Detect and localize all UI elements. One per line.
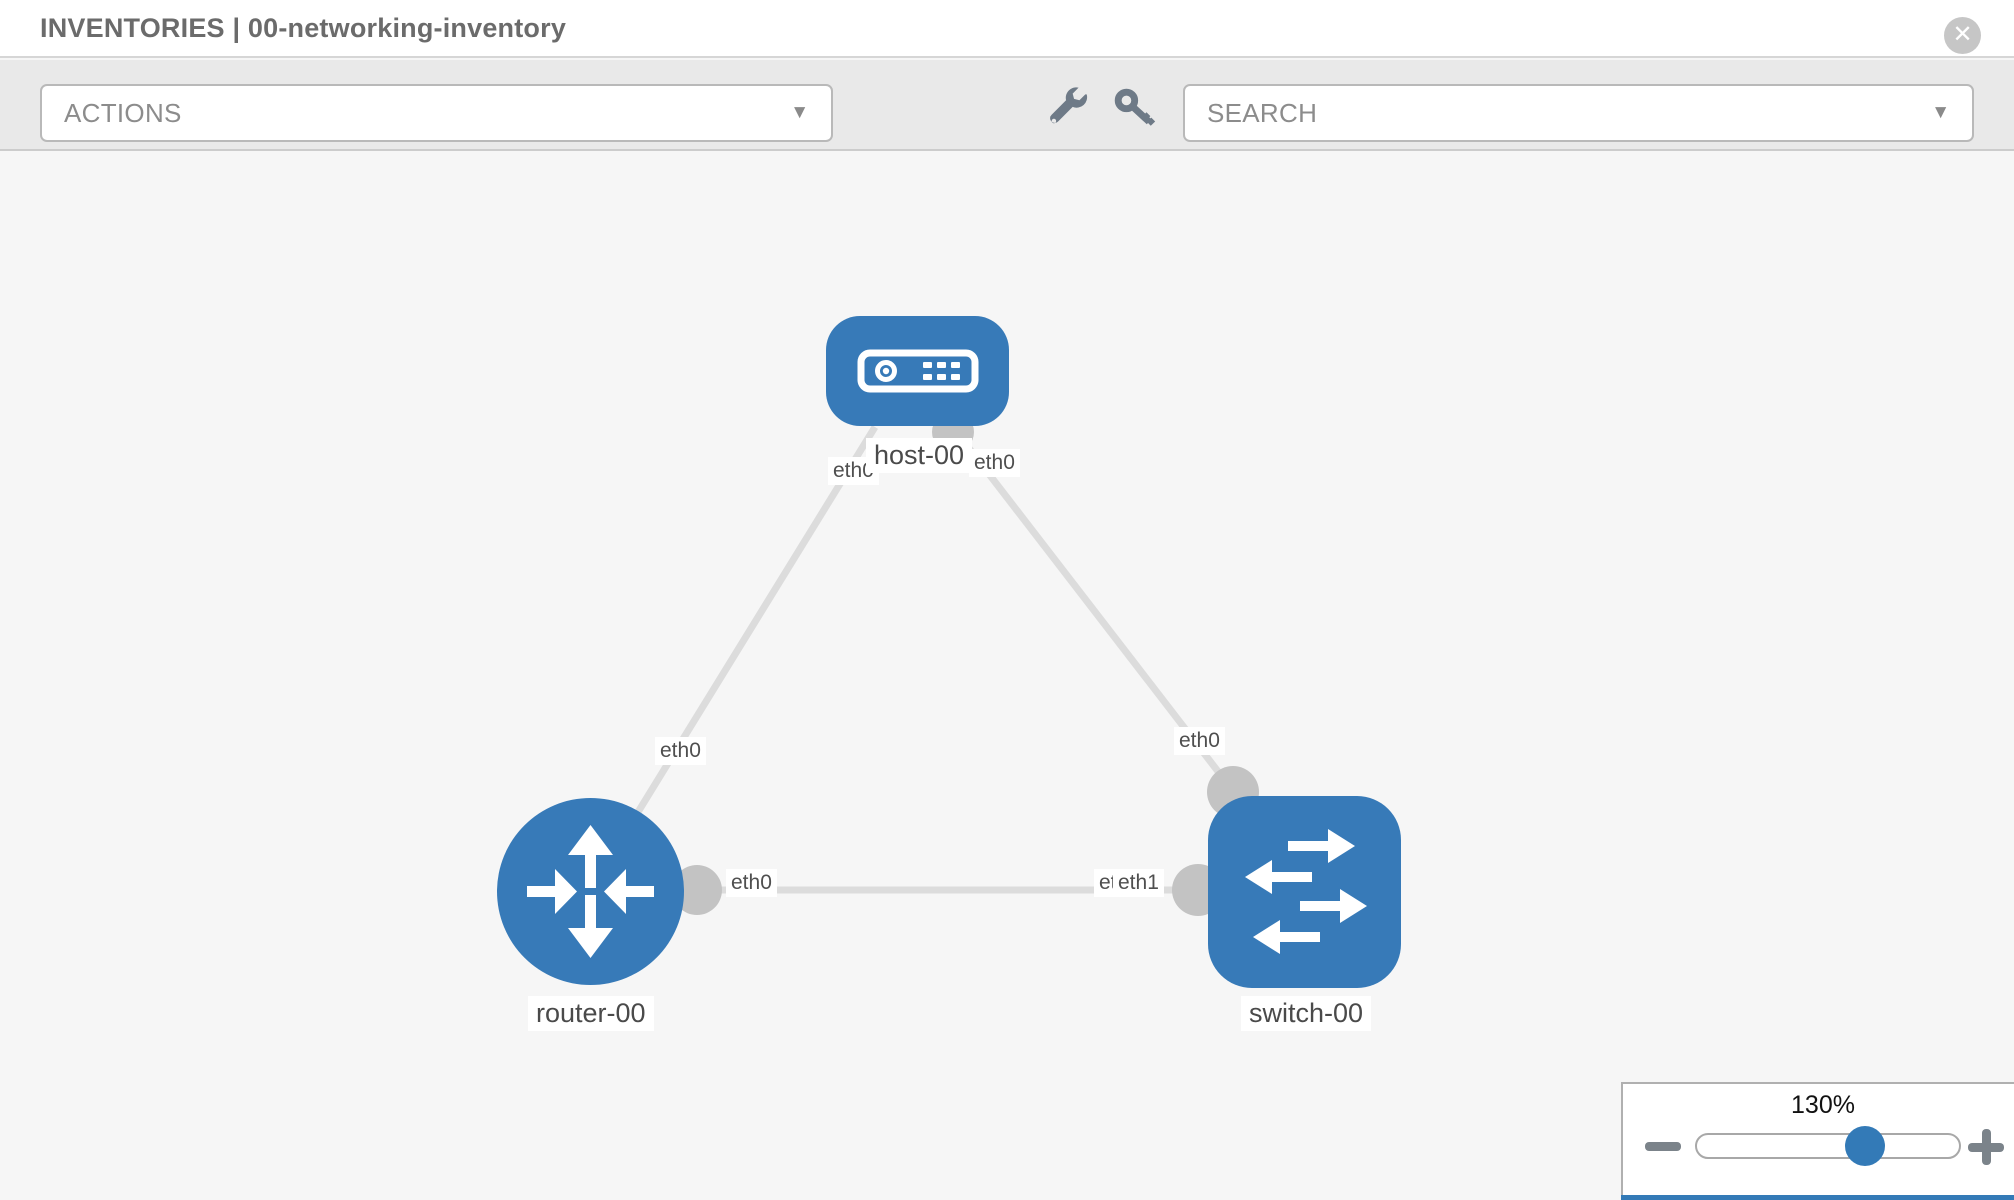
node-switch-00[interactable] [1208, 796, 1401, 988]
actions-dropdown[interactable]: ACTIONS ▼ [40, 84, 833, 142]
search-dropdown[interactable]: SEARCH ▼ [1183, 84, 1974, 142]
interface-label: eth0 [726, 869, 777, 898]
search-dropdown-label: SEARCH [1207, 97, 1318, 128]
host-icon [857, 349, 978, 393]
close-icon: ✕ [1952, 20, 1973, 48]
chevron-down-icon: ▼ [1931, 102, 1950, 123]
zoom-slider-track[interactable] [1695, 1133, 1961, 1159]
zoom-percentage: 130% [1791, 1091, 1855, 1119]
interface-dot-router[interactable] [672, 865, 722, 915]
node-label-switch: switch-00 [1241, 996, 1372, 1032]
interface-label: eth0 [1174, 727, 1225, 756]
node-label-router: router-00 [528, 996, 654, 1032]
zoom-slider-thumb[interactable] [1845, 1126, 1885, 1166]
router-icon [527, 825, 654, 958]
close-button[interactable]: ✕ [1944, 17, 1981, 54]
header-bar: INVENTORIES | 00-networking-inventory ✕ [0, 0, 2014, 58]
node-router-00[interactable] [497, 798, 684, 985]
interface-label: eth0 [655, 737, 706, 766]
bottom-panel-edge [1621, 1195, 2014, 1200]
wrench-icon[interactable] [1046, 86, 1090, 130]
interface-label: eth0 [969, 449, 1020, 478]
switch-icon [1245, 829, 1367, 954]
actions-dropdown-label: ACTIONS [64, 97, 182, 128]
page-title: INVENTORIES | 00-networking-inventory [40, 13, 567, 43]
zoom-in-button[interactable] [1967, 1128, 2005, 1166]
interface-label: eth1 [1113, 869, 1164, 898]
toolbar: ACTIONS ▼ SEARCH ▼ [0, 60, 2014, 151]
topology-canvas[interactable] [0, 153, 2014, 1200]
node-host-00[interactable] [826, 316, 1009, 426]
zoom-widget: 130% [1621, 1082, 2014, 1200]
node-label-host: host-00 [866, 438, 973, 474]
key-icon[interactable] [1112, 86, 1156, 130]
zoom-out-button[interactable] [1645, 1136, 1681, 1156]
chevron-down-icon: ▼ [790, 102, 809, 123]
